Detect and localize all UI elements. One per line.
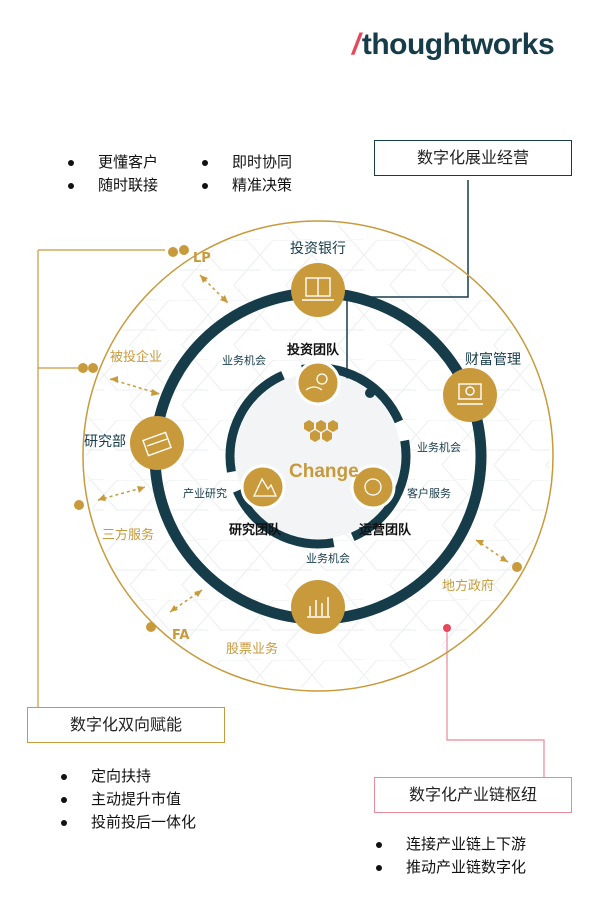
center-honeycomb [304, 420, 338, 442]
label-biz-opp-right: 业务机会 [417, 441, 461, 454]
label-investment-team: 投资团队 [287, 343, 340, 358]
label-biz-opp-top: 业务机会 [222, 354, 266, 367]
node-investment-bank [291, 263, 345, 317]
label-research-team: 研究团队 [229, 523, 282, 538]
bottom-right-bullets: 连接产业链上下游 推动产业链数字化 [372, 833, 526, 879]
node-stock-business [291, 580, 345, 634]
expansion-connector [346, 180, 469, 390]
label-lp: LP [193, 251, 211, 266]
label-industry-research: 产业研究 [183, 487, 227, 500]
node-investment-team [295, 360, 341, 406]
bullet-item: 连接产业链上下游 [372, 833, 526, 856]
top-bullets-col2: 即时协同 精准决策 [198, 151, 292, 197]
orbit-node-gov [512, 562, 522, 572]
node-wealth-management [443, 368, 497, 422]
orbit-node-lp [168, 245, 189, 257]
hub-connector [446, 628, 545, 780]
label-investment-bank: 投资银行 [290, 241, 346, 257]
label-gov: 地方政府 [442, 579, 495, 594]
node-research-team [240, 464, 286, 510]
bullet-item: 精准决策 [198, 174, 292, 197]
orbit-node-third [74, 500, 84, 510]
orbit-node-invested [78, 363, 98, 373]
hub-connector-dot [443, 624, 451, 632]
node-operations-team [350, 464, 396, 510]
label-biz-opp-bottom: 业务机会 [306, 552, 350, 565]
label-invested: 被投企业 [110, 350, 163, 365]
label-fa: FA [172, 628, 190, 643]
outer-gold-ring [82, 220, 554, 692]
label-research-dept: 研究部 [84, 434, 126, 450]
top-bullets-col1: 更懂客户 随时联接 [64, 151, 158, 197]
empower-box: 数字化双向赋能 [27, 707, 225, 743]
label-wealth: 财富管理 [465, 352, 521, 368]
hub-box: 数字化产业链枢纽 [374, 777, 572, 813]
bottom-left-bullets: 定向扶持 主动提升市值 投前投后一体化 [57, 765, 196, 834]
node-research-dept [130, 416, 184, 470]
center-change-label: Change [289, 461, 359, 482]
label-third-party: 三方服务 [102, 528, 155, 543]
label-stock: 股票业务 [226, 642, 279, 657]
orbit-nodes [74, 245, 522, 632]
left-gold-bracket [37, 250, 60, 711]
bullet-item: 主动提升市值 [57, 788, 196, 811]
bullet-item: 即时协同 [198, 151, 292, 174]
orbit-node-fa [146, 622, 156, 632]
bullet-item: 投前投后一体化 [57, 811, 196, 834]
arrow-heads [98, 275, 508, 612]
thoughtworks-logo: /thoughtworks [352, 28, 555, 61]
ring-end-dot [365, 388, 375, 398]
bullet-item: 更懂客户 [64, 151, 158, 174]
expansion-box: 数字化展业经营 [374, 140, 572, 176]
label-client-service: 客户服务 [407, 487, 451, 500]
bullet-item: 随时联接 [64, 174, 158, 197]
bullet-item: 定向扶持 [57, 765, 196, 788]
bullet-item: 推动产业链数字化 [372, 856, 526, 879]
label-operations-team: 运营团队 [359, 523, 412, 538]
